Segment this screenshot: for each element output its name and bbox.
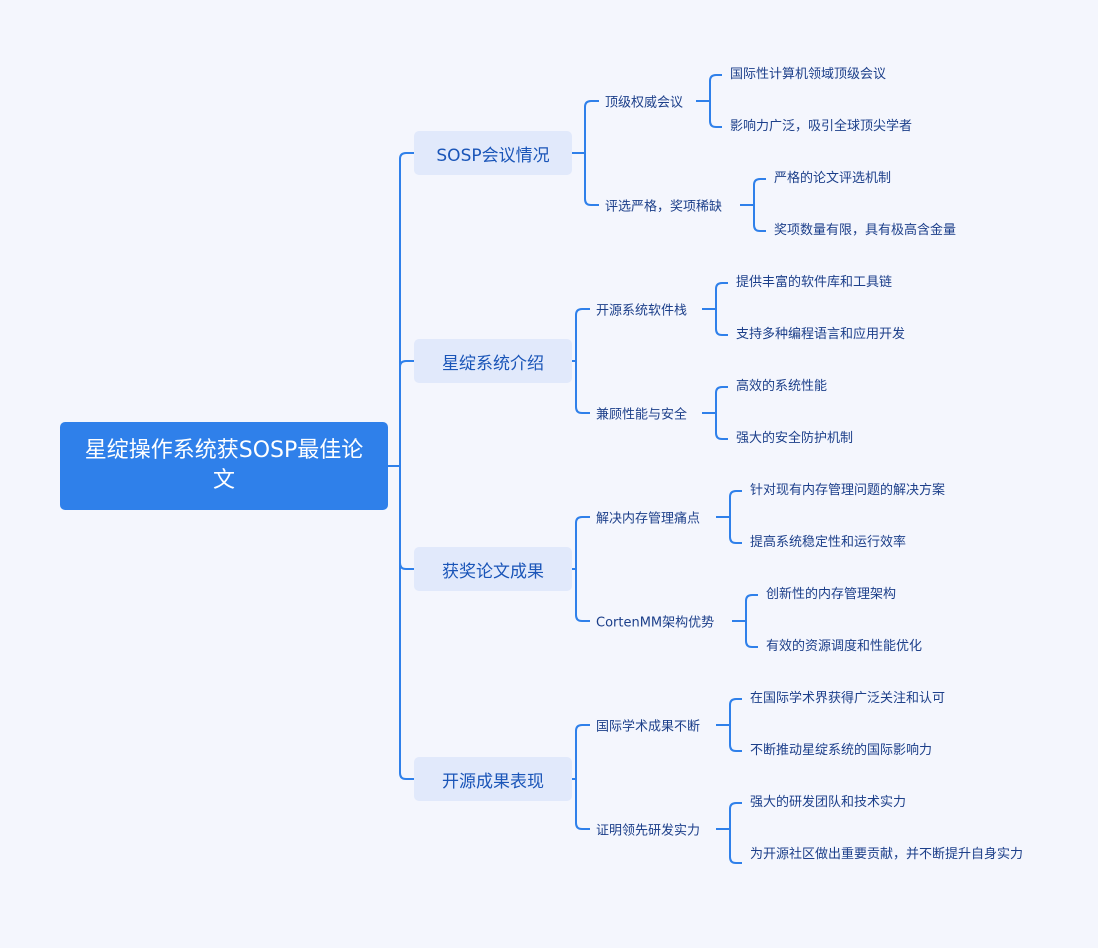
subtopic-node[interactable]: 兼顾性能与安全 — [596, 407, 688, 423]
branch-label: 开源成果表现 — [442, 771, 544, 792]
leaf-node[interactable]: 不断推动星绽系统的国际影响力 — [750, 743, 933, 758]
root-node[interactable]: 星绽操作系统获SOSP最佳论文 — [60, 422, 388, 510]
subtopic-node[interactable]: 国际学术成果不断 — [596, 719, 701, 735]
leaf-node[interactable]: 强大的安全防护机制 — [736, 431, 854, 446]
subtopic-node[interactable]: 开源系统软件栈 — [596, 303, 688, 319]
branch-label: 星绽系统介绍 — [442, 353, 544, 374]
leaf-node[interactable]: 严格的论文评选机制 — [774, 171, 892, 186]
leaf-node[interactable]: 针对现有内存管理问题的解决方案 — [750, 483, 946, 498]
subtopic-node[interactable]: 证明领先研发实力 — [596, 823, 701, 839]
leaf-node[interactable]: 在国际学术界获得广泛关注和认可 — [750, 691, 946, 706]
subtopic-node[interactable]: CortenMM架构优势 — [596, 615, 715, 631]
branch-node[interactable]: 开源成果表现 — [414, 757, 572, 801]
subtopic-node[interactable]: 顶级权威会议 — [605, 95, 684, 111]
subtopic-node[interactable]: 解决内存管理痛点 — [596, 511, 701, 527]
root-title: 星绽操作系统获SOSP最佳论文 — [84, 438, 364, 493]
branch-node[interactable]: SOSP会议情况 — [414, 131, 572, 175]
leaf-node[interactable]: 有效的资源调度和性能优化 — [766, 639, 923, 654]
leaf-node[interactable]: 国际性计算机领域顶级会议 — [730, 67, 887, 82]
subtopic-node[interactable]: 评选严格，奖项稀缺 — [605, 199, 723, 215]
branch-node[interactable]: 星绽系统介绍 — [414, 339, 572, 383]
leaf-node[interactable]: 高效的系统性能 — [736, 379, 828, 394]
leaf-node[interactable]: 支持多种编程语言和应用开发 — [736, 327, 906, 342]
leaf-node[interactable]: 影响力广泛，吸引全球顶尖学者 — [730, 119, 913, 134]
leaf-node[interactable]: 创新性的内存管理架构 — [766, 587, 897, 602]
leaf-node[interactable]: 提高系统稳定性和运行效率 — [750, 535, 907, 550]
leaf-node[interactable]: 奖项数量有限，具有极高含金量 — [774, 223, 957, 238]
branch-node[interactable]: 获奖论文成果 — [414, 547, 572, 591]
leaf-node[interactable]: 强大的研发团队和技术实力 — [750, 795, 907, 810]
connector-path — [388, 74, 766, 864]
leaf-node[interactable]: 提供丰富的软件库和工具链 — [736, 275, 893, 290]
branch-label: SOSP会议情况 — [436, 145, 550, 166]
leaf-node[interactable]: 为开源社区做出重要贡献，并不断提升自身实力 — [750, 847, 1024, 862]
branch-label: 获奖论文成果 — [442, 561, 544, 582]
